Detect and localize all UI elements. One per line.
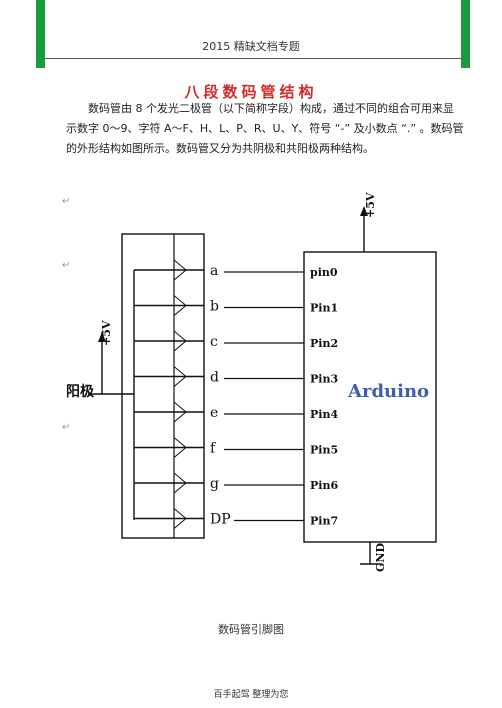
paragraph-mark: ↵ [62, 260, 70, 271]
diode-icon [173, 294, 187, 317]
segment-label-d: d [210, 370, 219, 386]
pin-label-2: Pin2 [310, 337, 338, 350]
segment-label-g: g [210, 476, 219, 492]
diode-icon [173, 329, 187, 353]
diode-icon [173, 436, 187, 459]
diode-icon [173, 400, 187, 424]
header-title: 2015 精缺文档专题 [202, 40, 300, 53]
arduino-label: Arduino [347, 381, 429, 402]
paragraph-mark: ↵ [62, 196, 70, 207]
segment-label-f: f [210, 441, 217, 457]
intro-paragraph: 数码管由 8 个发光二极管（以下简称字段）构成，通过不同的组合可用来显示数字 0… [66, 102, 464, 155]
pin-label-6: Pin6 [310, 479, 338, 492]
segment-label-a: a [210, 263, 218, 279]
vcc-arrow-icon [360, 206, 368, 216]
segment-display-box [121, 233, 205, 539]
paragraph-mark: ↵ [62, 422, 70, 433]
circuit-diagram: ↵ ↵ ↵ Arduino +5V GND +5V 阳极 a pin0 b Pin1 c… [62, 192, 437, 572]
diode-icon [173, 507, 187, 530]
diode-icon [173, 471, 187, 495]
diagram-caption: 数码管引脚图 [218, 623, 284, 636]
segment-label-c: c [210, 334, 218, 350]
pin-label-1: Pin1 [310, 302, 338, 315]
vcc-arrow-icon [98, 332, 106, 342]
segment-label-b: b [210, 299, 219, 315]
footer-text: 百手起驾 整理为您 [213, 690, 289, 700]
left-green-bar [36, 0, 45, 68]
segment-label-e: e [210, 405, 218, 421]
diode-icon [173, 365, 187, 388]
document-title: 八段数码管结构 [184, 83, 318, 101]
pin-label-7: Pin7 [310, 515, 338, 528]
vcc-top-label: +5V [364, 192, 377, 218]
ground-label: GND [374, 543, 387, 572]
diode-icon [173, 258, 187, 282]
header-rule [45, 58, 461, 59]
right-green-bar [461, 0, 470, 68]
vcc-left-label: +5V [100, 320, 113, 346]
anode-label: 阳极 [66, 383, 95, 400]
pin-label-5: Pin5 [310, 444, 338, 457]
pin-label-4: Pin4 [310, 408, 338, 421]
pin-label-3: Pin3 [310, 373, 338, 386]
segment-label-dp: DP [210, 512, 231, 528]
pin-label-0: pin0 [310, 266, 338, 279]
